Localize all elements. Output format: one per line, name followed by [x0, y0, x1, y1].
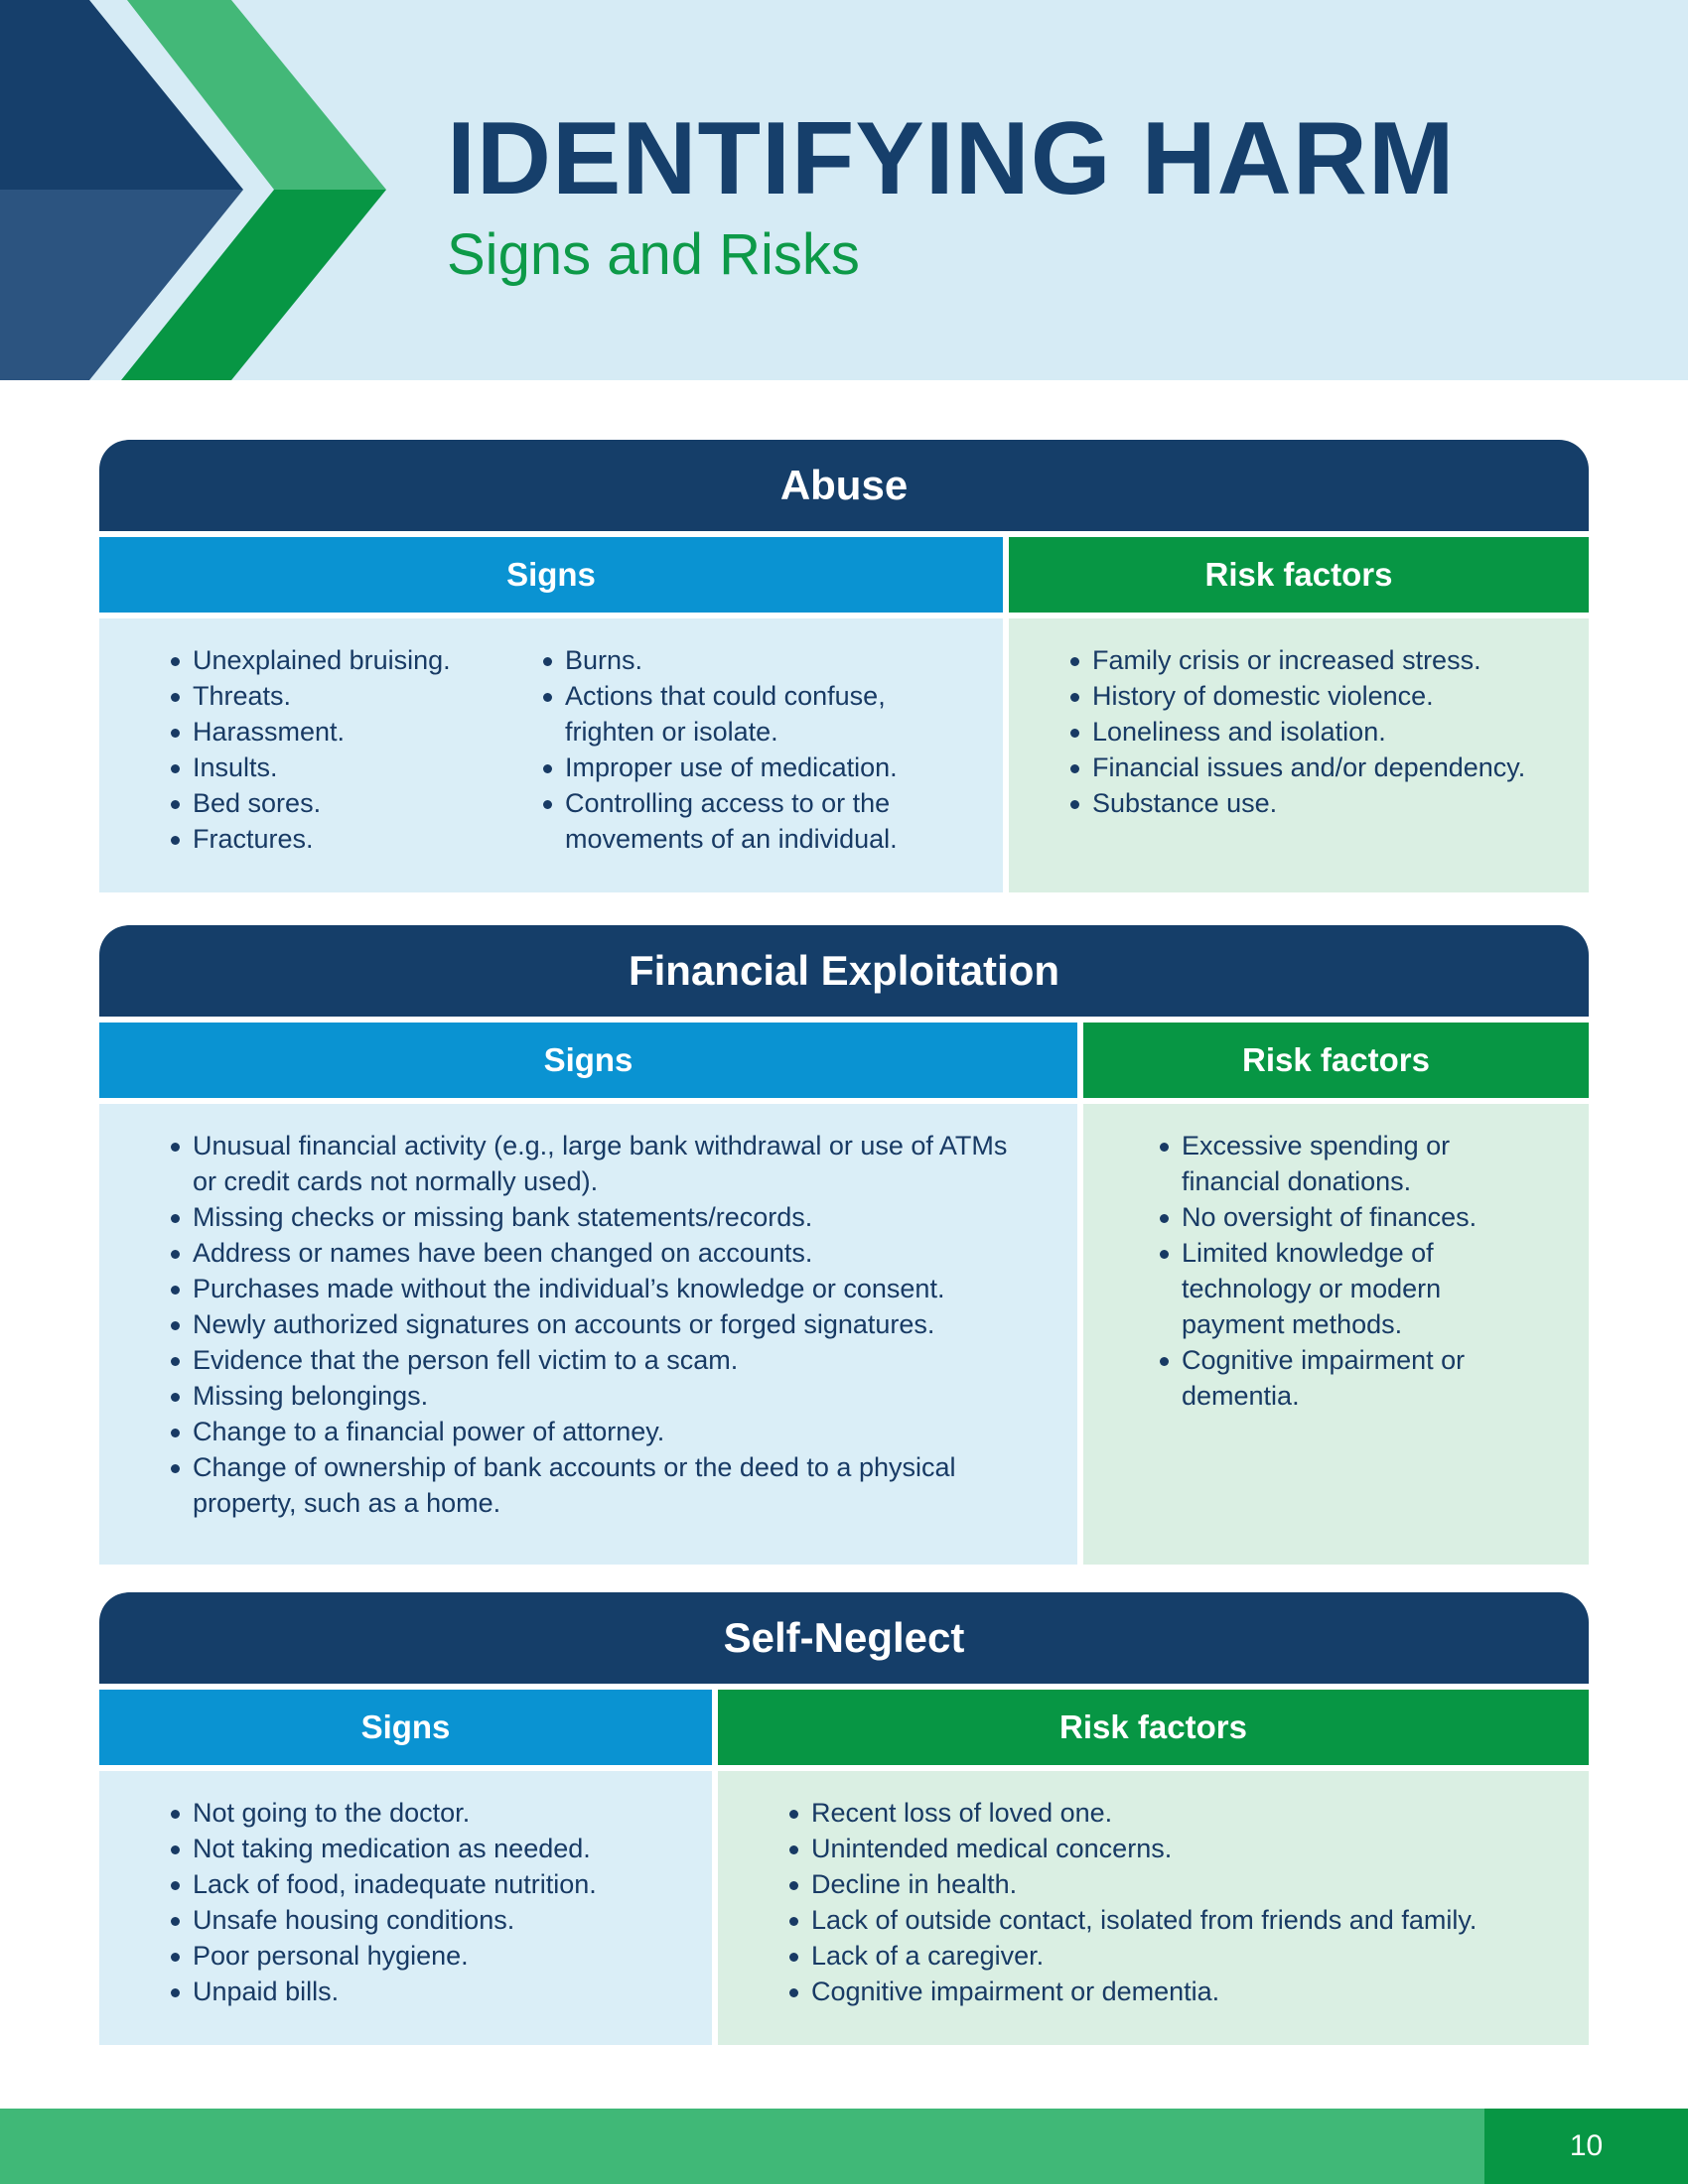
signs-body: Unusual financial activity (e.g., large …: [99, 1104, 1077, 1565]
list-item: Controlling access to or the movements o…: [541, 785, 958, 857]
page-subtitle: Signs and Risks: [447, 222, 860, 287]
signs-body: Unexplained bruising.Threats.Harassment.…: [99, 618, 1003, 892]
signs-list: Not going to the doctor.Not taking medic…: [169, 1795, 692, 2009]
risks-list: Recent loss of loved one.Unintended medi…: [787, 1795, 1569, 2009]
list-item: Cognitive impairment or dementia.: [787, 1974, 1569, 2009]
page-footer: 10: [0, 2109, 1688, 2184]
list-item: Substance use.: [1068, 785, 1589, 821]
list-item: Decline in health.: [787, 1866, 1569, 1902]
list-item: Lack of food, inadequate nutrition.: [169, 1866, 692, 1902]
section-title: Self-Neglect: [99, 1592, 1589, 1684]
signs-list: Unusual financial activity (e.g., large …: [169, 1128, 1018, 1521]
list-item: Unintended medical concerns.: [787, 1831, 1569, 1866]
list-item: No oversight of finances.: [1158, 1199, 1509, 1235]
section-grid: Signs Not going to the doctor.Not taking…: [99, 1690, 1589, 2045]
list-item: Limited knowledge of technology or moder…: [1158, 1235, 1509, 1342]
signs-column: Signs Not going to the doctor.Not taking…: [99, 1690, 712, 2045]
risks-list: Excessive spending or financial donation…: [1158, 1128, 1509, 1414]
signs-header: Signs: [99, 537, 1003, 613]
signs-header: Signs: [99, 1023, 1077, 1098]
page-number: 10: [1484, 2109, 1688, 2184]
risks-body: Family crisis or increased stress.Histor…: [1009, 618, 1589, 892]
risks-column: Risk factors Recent loss of loved one.Un…: [718, 1690, 1589, 2045]
signs-body: Not going to the doctor.Not taking medic…: [99, 1771, 712, 2045]
list-item: Change to a financial power of attorney.: [169, 1414, 1018, 1449]
chevron-arrow-graphic: [0, 0, 386, 380]
abuse-section: Abuse Signs Unexplained bruising.Threats…: [99, 440, 1589, 892]
list-item: Excessive spending or financial donation…: [1158, 1128, 1509, 1199]
list-item: Unexplained bruising.: [169, 642, 516, 678]
signs-list-left: Unexplained bruising.Threats.Harassment.…: [169, 642, 516, 857]
risks-column: Risk factors Family crisis or increased …: [1009, 537, 1589, 892]
signs-column: Signs Unexplained bruising.Threats.Haras…: [99, 537, 1003, 892]
list-item: Actions that could confuse, frighten or …: [541, 678, 958, 750]
list-item: Bed sores.: [169, 785, 516, 821]
list-item: Missing belongings.: [169, 1378, 1018, 1414]
list-item: Improper use of medication.: [541, 750, 958, 785]
list-item: Fractures.: [169, 821, 516, 857]
risks-header: Risk factors: [718, 1690, 1589, 1765]
list-item: Loneliness and isolation.: [1068, 714, 1589, 750]
list-item: Evidence that the person fell victim to …: [169, 1342, 1018, 1378]
list-item: Newly authorized signatures on accounts …: [169, 1306, 1018, 1342]
list-item: Cognitive impairment or dementia.: [1158, 1342, 1509, 1414]
risks-header: Risk factors: [1083, 1023, 1589, 1098]
signs-column: Signs Unusual financial activity (e.g., …: [99, 1023, 1077, 1565]
self-neglect-section: Self-Neglect Signs Not going to the doct…: [99, 1592, 1589, 2045]
list-item: Unsafe housing conditions.: [169, 1902, 692, 1938]
list-item: Burns.: [541, 642, 958, 678]
list-item: Poor personal hygiene.: [169, 1938, 692, 1974]
list-item: Harassment.: [169, 714, 516, 750]
list-item: Purchases made without the individual’s …: [169, 1271, 1018, 1306]
list-item: Not taking medication as needed.: [169, 1831, 692, 1866]
list-item: Address or names have been changed on ac…: [169, 1235, 1018, 1271]
signs-header: Signs: [99, 1690, 712, 1765]
section-grid: Signs Unusual financial activity (e.g., …: [99, 1023, 1589, 1565]
list-item: Insults.: [169, 750, 516, 785]
financial-exploitation-section: Financial Exploitation Signs Unusual fin…: [99, 925, 1589, 1565]
page-title: IDENTIFYING HARM: [447, 101, 1456, 216]
risks-body: Excessive spending or financial donation…: [1083, 1104, 1589, 1565]
risks-body: Recent loss of loved one.Unintended medi…: [718, 1771, 1589, 2045]
signs-list-right: Burns.Actions that could confuse, fright…: [541, 642, 958, 857]
list-item: History of domestic violence.: [1068, 678, 1589, 714]
section-title: Financial Exploitation: [99, 925, 1589, 1017]
list-item: Unusual financial activity (e.g., large …: [169, 1128, 1018, 1199]
signs-sub-columns: Unexplained bruising.Threats.Harassment.…: [99, 642, 1003, 857]
list-item: Family crisis or increased stress.: [1068, 642, 1589, 678]
list-item: Threats.: [169, 678, 516, 714]
section-grid: Signs Unexplained bruising.Threats.Haras…: [99, 537, 1589, 892]
list-item: Unpaid bills.: [169, 1974, 692, 2009]
page-header: IDENTIFYING HARM Signs and Risks: [0, 0, 1688, 380]
list-item: Not going to the doctor.: [169, 1795, 692, 1831]
list-item: Missing checks or missing bank statement…: [169, 1199, 1018, 1235]
list-item: Lack of a caregiver.: [787, 1938, 1569, 1974]
risks-header: Risk factors: [1009, 537, 1589, 613]
list-item: Financial issues and/or dependency.: [1068, 750, 1589, 785]
risks-column: Risk factors Excessive spending or finan…: [1083, 1023, 1589, 1565]
section-title: Abuse: [99, 440, 1589, 531]
risks-list: Family crisis or increased stress.Histor…: [1068, 642, 1589, 821]
list-item: Lack of outside contact, isolated from f…: [787, 1902, 1569, 1938]
list-item: Recent loss of loved one.: [787, 1795, 1569, 1831]
list-item: Change of ownership of bank accounts or …: [169, 1449, 1018, 1521]
